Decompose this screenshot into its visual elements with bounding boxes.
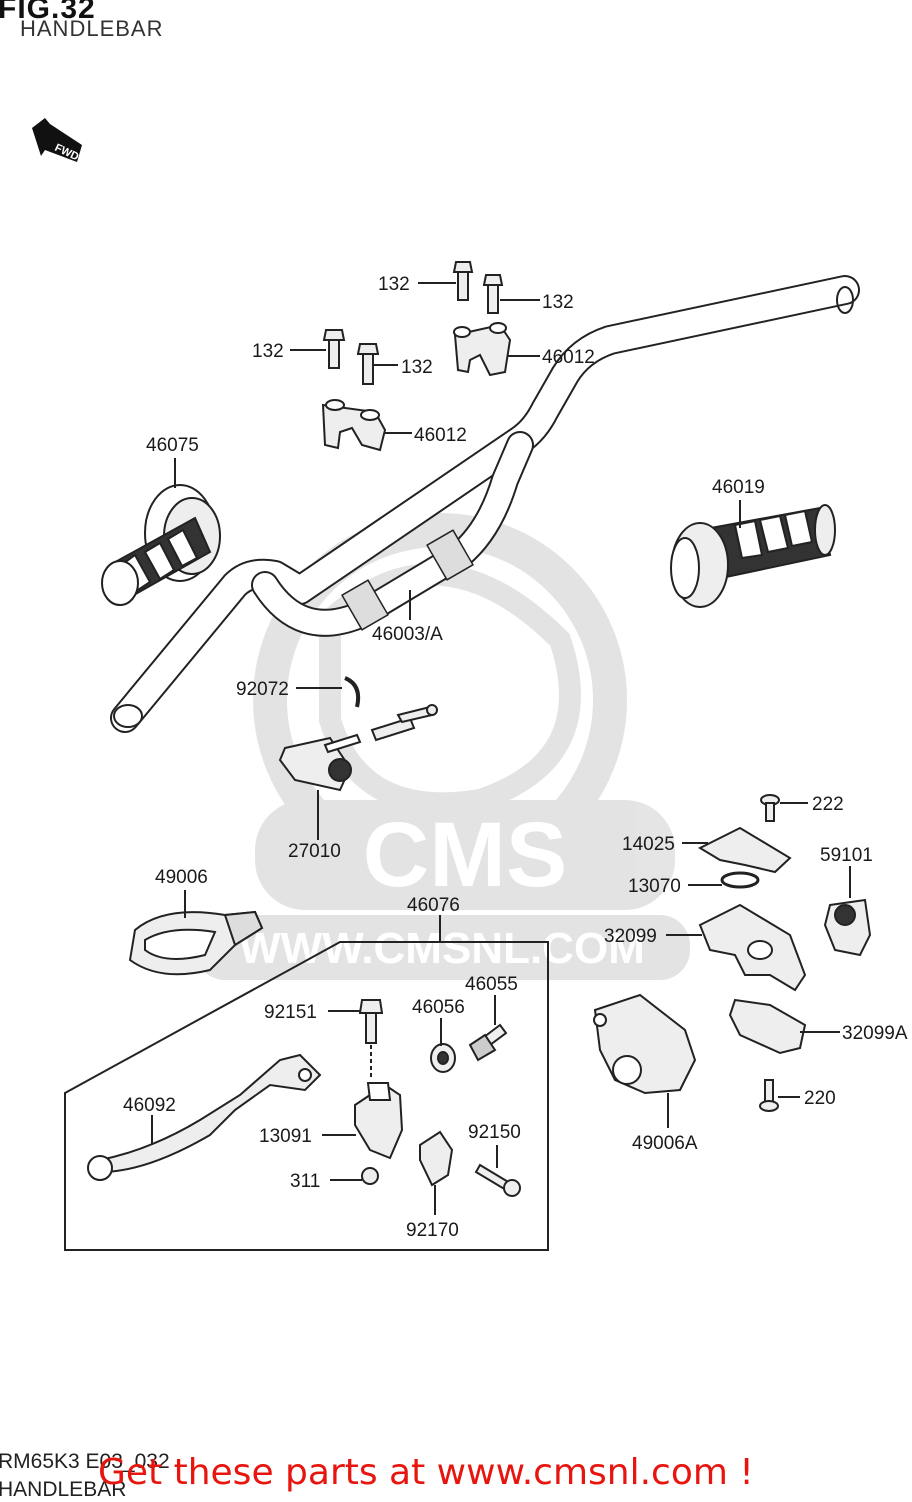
callout-49006A: 49006A <box>632 1133 698 1154</box>
callout-92150: 92150 <box>468 1122 521 1143</box>
throttle-pulley-59101-icon <box>823 898 872 957</box>
kill-switch-27010-icon <box>278 733 362 792</box>
callout-220: 220 <box>804 1088 836 1109</box>
callout-13091: 13091 <box>259 1126 312 1147</box>
guard-plate-49006A-icon <box>593 993 697 1095</box>
leader-lines <box>151 282 851 1215</box>
callout-46092: 46092 <box>123 1095 176 1116</box>
bolt-92151-icon <box>358 999 384 1080</box>
callout-46076: 46076 <box>407 895 460 916</box>
callout-46012: 46012 <box>414 425 467 446</box>
callout-49006: 49006 <box>155 867 208 888</box>
callout-46056: 46056 <box>412 997 465 1018</box>
handlebar-clamp-upper <box>453 322 512 377</box>
clip-92072-icon <box>344 676 361 708</box>
callout-59101: 59101 <box>820 845 873 866</box>
callout-132: 132 <box>378 274 410 295</box>
watermark-logo-text: CMS <box>363 804 567 906</box>
callout-92170: 92170 <box>406 1220 459 1241</box>
figure-title: FIG.32 <box>0 0 96 25</box>
callout-222: 222 <box>812 794 844 815</box>
throttle-cap-32099A-icon <box>728 998 807 1055</box>
callout-311: 311 <box>290 1171 320 1192</box>
throttle-housing-32099-icon <box>698 903 807 992</box>
lever-assembly-box <box>64 941 549 1251</box>
lever-bracket-13091-icon <box>354 1082 404 1185</box>
callout-46019: 46019 <box>712 477 765 498</box>
callout-132: 132 <box>252 341 284 362</box>
promo-link[interactable]: Get these parts at www.cmsnl.com ! <box>98 1452 754 1493</box>
cmsnl-watermark: CMS WWW.CMSNL.COM <box>195 513 690 980</box>
clutch-lever-46092-icon <box>87 1053 322 1181</box>
bolt-92150-icon <box>474 1163 521 1197</box>
screw-222-icon <box>760 794 780 822</box>
fwd-arrow-icon: FWD <box>32 118 82 163</box>
callout-92151: 92151 <box>264 1002 317 1023</box>
callout-labels: 132 132 132 132 46012 46012 46075 46019 … <box>123 274 908 1241</box>
callout-32099A: 32099A <box>842 1023 908 1044</box>
kill-switch-wire-icon <box>370 704 438 742</box>
diagram-code: RM65K3 E03_032 <box>0 1450 170 1473</box>
callout-132: 132 <box>401 357 433 378</box>
callout-92072: 92072 <box>236 679 289 700</box>
handlebar-clamp-lower <box>321 399 387 452</box>
bracket-14025-icon <box>697 826 792 874</box>
handlebar-tube <box>110 275 860 733</box>
callout-27010: 27010 <box>288 841 341 862</box>
callout-132: 132 <box>542 292 574 313</box>
screw-220-icon <box>759 1079 779 1112</box>
callout-14025: 14025 <box>622 834 675 855</box>
callout-46055: 46055 <box>465 974 518 995</box>
callout-32099: 32099 <box>604 926 657 947</box>
callout-46003: 46003/A <box>372 624 443 645</box>
lever-guard-49006-icon <box>128 910 264 976</box>
locknut-46056-icon <box>430 1043 456 1073</box>
watermark-url-text: WWW.CMSNL.COM <box>239 924 645 973</box>
callout-46012: 46012 <box>542 347 595 368</box>
callout-13070: 13070 <box>628 876 681 897</box>
half-clamp-92170-icon <box>419 1130 454 1187</box>
bolt-132-icon <box>322 261 504 385</box>
callout-46075: 46075 <box>146 435 199 456</box>
right-grip-icon <box>670 504 836 608</box>
adjuster-46055-icon <box>468 1023 508 1062</box>
left-grip-icon <box>101 484 221 606</box>
figure-subtitle: HANDLEBAR <box>20 16 164 41</box>
band-13070-icon <box>720 871 760 889</box>
diagram-subtitle-footer: HANDLEBAR <box>0 1478 127 1501</box>
